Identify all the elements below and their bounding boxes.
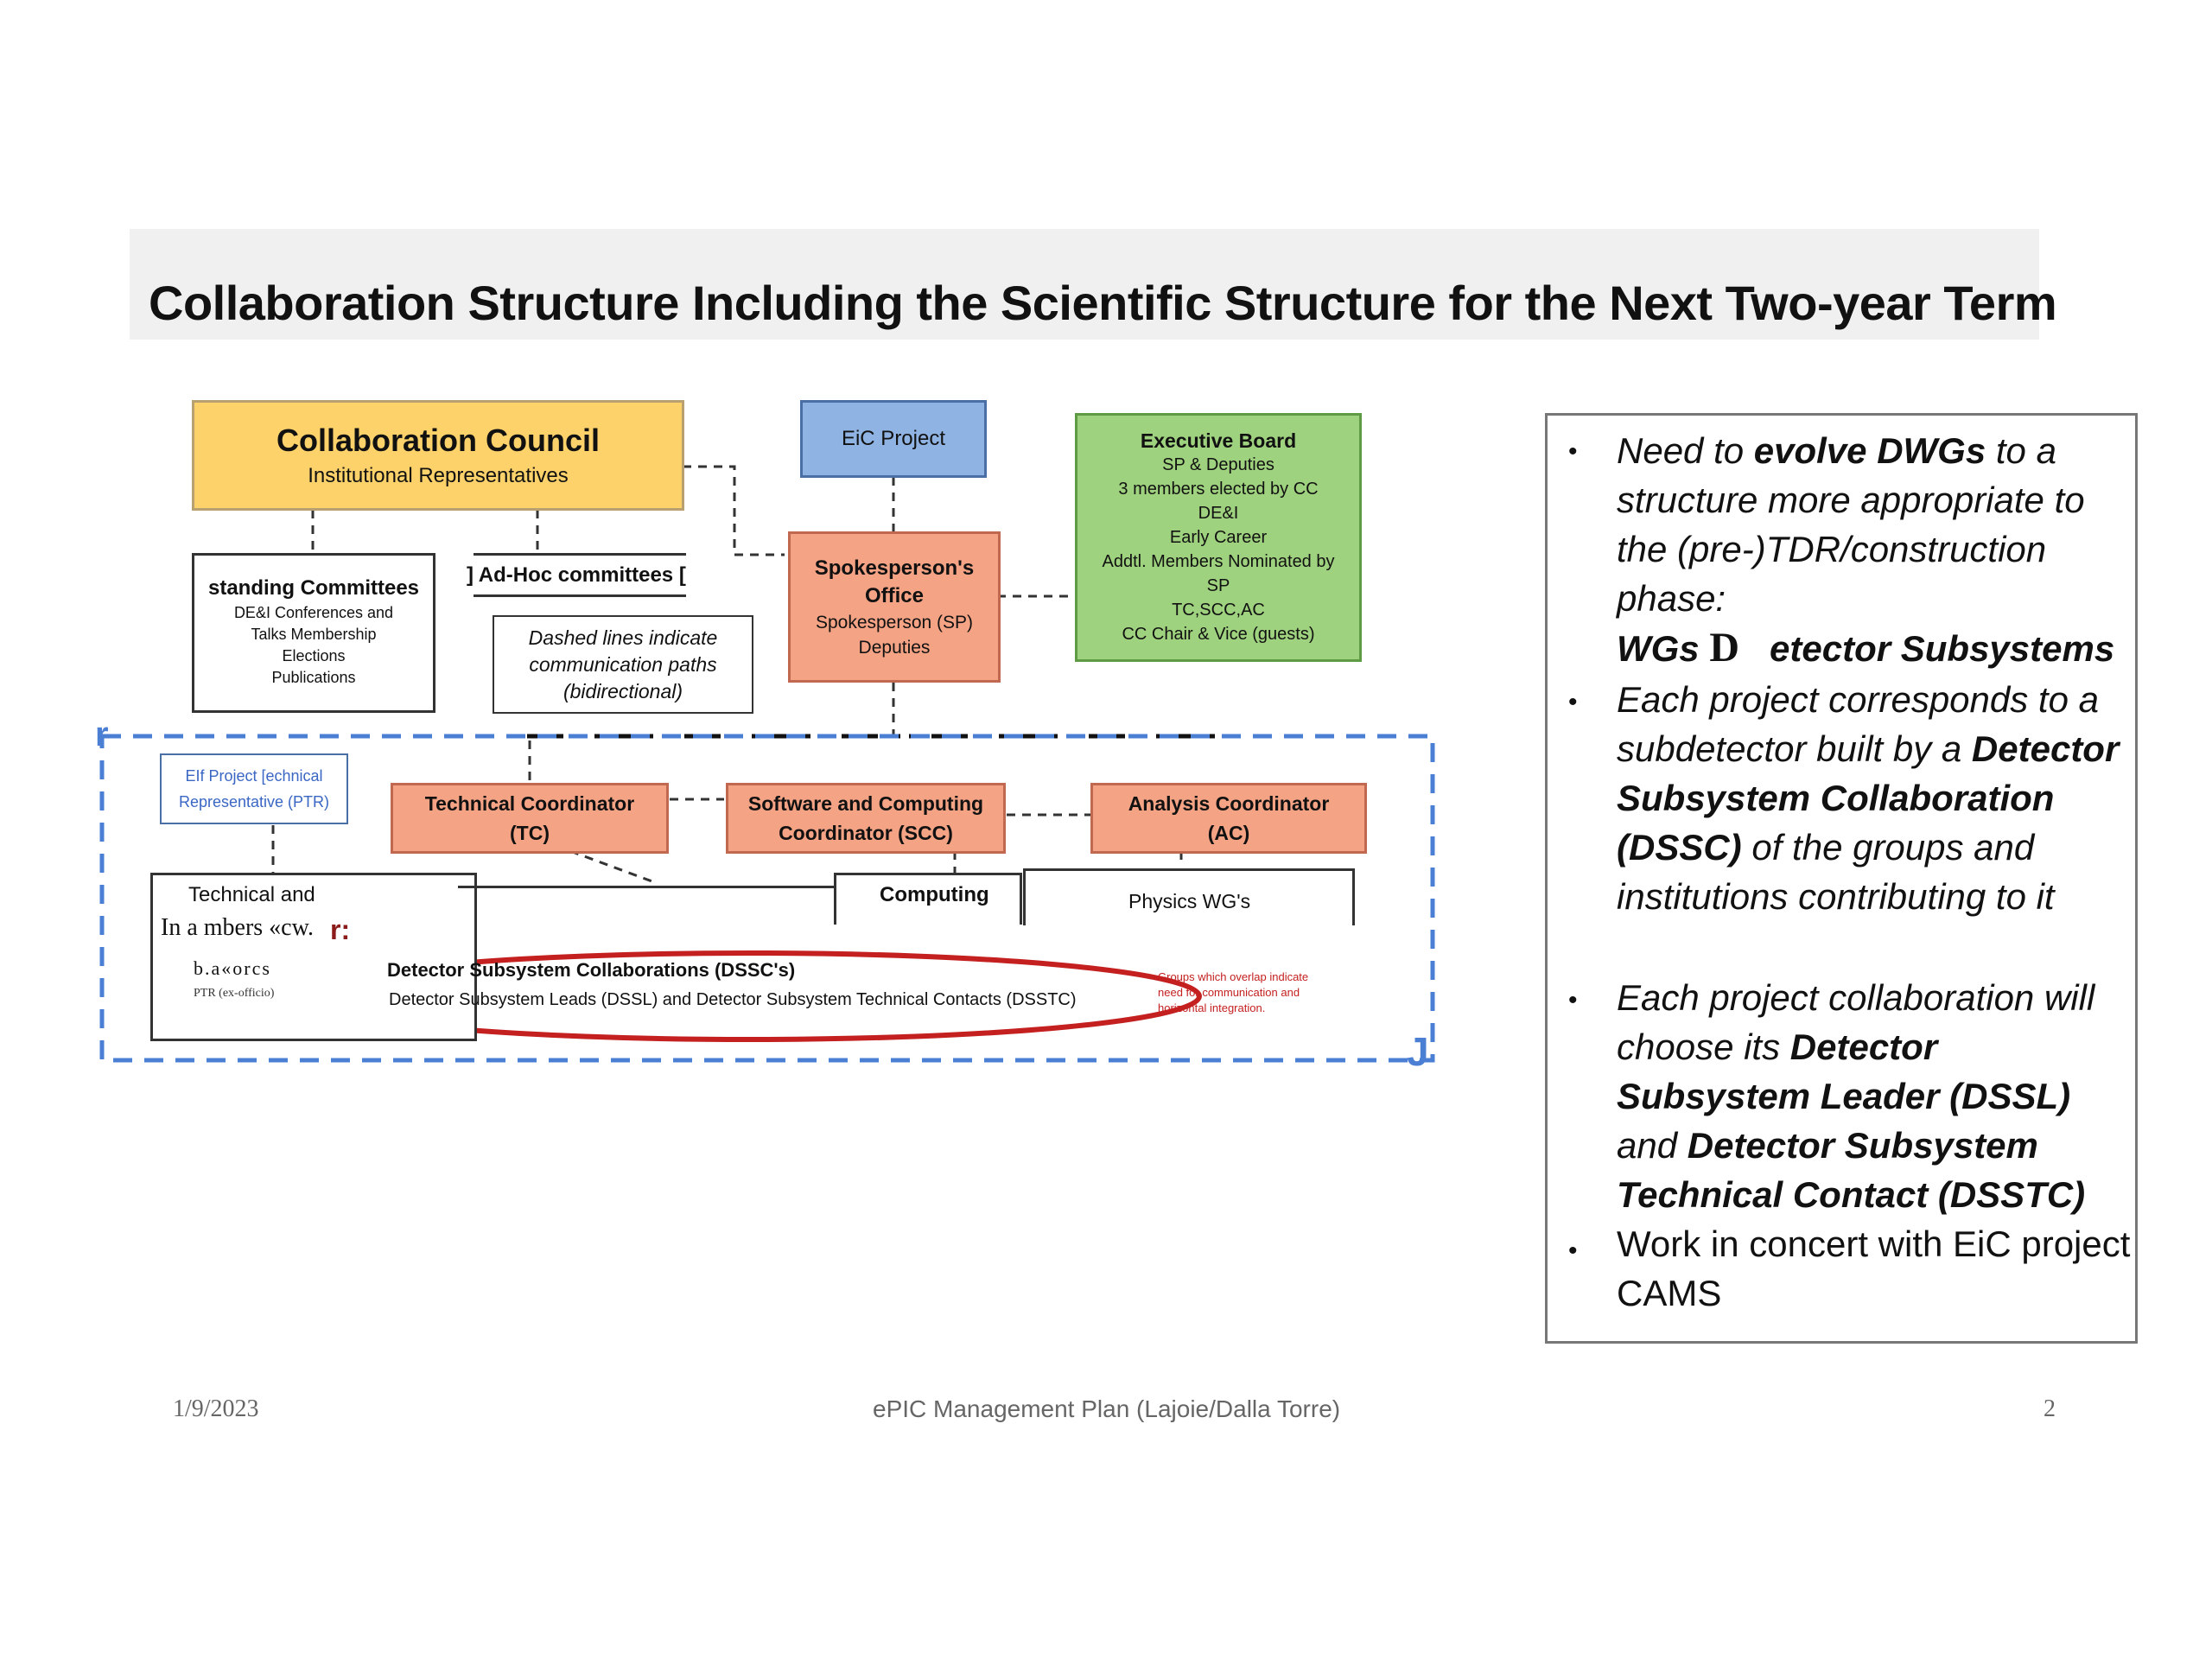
bullet-1-sub: WGs D etector Subsystems [1617,625,2115,671]
collaboration-council-title: Collaboration Council [276,423,600,458]
standing-committees-box: standing Committees DE&I Conferences and… [192,553,435,713]
technical-coordinator-line: (TC) [510,822,550,844]
spokesperson-office-box: Spokesperson's Office Spokesperson (SP) … [788,531,1001,683]
bullet-dot: • [1568,437,1578,466]
footer-title: ePIC Management Plan (Lajoie/Dalla Torre… [873,1395,1341,1422]
executive-board-line: SP & Deputies [1162,455,1274,474]
dssc-subtitle: Detector Subsystem Leads (DSSL) and Dete… [389,990,1077,1009]
bullet-1: Need to evolve DWGs to a structure more … [1617,430,2085,619]
analysis-coordinator-line: (AC) [1207,822,1250,844]
eic-project-box: EiC Project [800,400,987,478]
ptr-garbled-text: b.a«orcs [194,957,271,979]
scc-box: Software and Computing Coordinator (SCC) [726,783,1006,854]
title-bar [130,229,2039,340]
spokesperson-office-line: Spokesperson (SP) [815,612,974,632]
physics-wg-box [1023,868,1355,925]
computing-label: Computing [880,883,989,906]
overlap-note-line: horizontal integration. [1158,1001,1266,1014]
standing-committees-line: DE&I Conferences and [233,604,394,621]
members-garbled-text: In a mbers «cw. [161,914,315,941]
overlap-note-line: Groups which overlap indicate [1158,970,1309,983]
bracket-top-left: r [95,715,109,753]
executive-board-line: CC Chair & Vice (guests) [1122,625,1315,644]
adhoc-divider [474,594,686,597]
standing-committees-line: Talks Membership [251,626,377,643]
footer-date: 1/9/2023 [173,1395,259,1422]
overlap-note: Groups which overlap indicate need for c… [1158,969,1308,1016]
executive-board-line: 3 members elected by CC [1118,480,1319,499]
collaboration-council-box: Collaboration Council Institutional Repr… [192,400,684,511]
dashed-lines-note-box: Dashed lines indicate communication path… [493,615,753,714]
dashed-lines-note-line: communication paths [529,652,717,676]
executive-board-line: Addtl. Members Nominated by [1102,552,1335,571]
executive-board-line: DE&I [1198,504,1239,523]
standing-committees-line: Publications [271,669,356,686]
technical-coordinator-box: Technical Coordinator (TC) [391,783,669,854]
members-red-glyph: r: [330,914,351,945]
bullet-dot: • [1568,986,1578,1014]
dashed-lines-note-line: Dashed lines indicate [528,626,718,649]
analysis-coordinator-line: Analysis Coordinator [1128,792,1330,815]
executive-board-box: Executive Board SP & Deputies 3 members … [1075,413,1362,662]
collaboration-council-subtitle: Institutional Representatives [308,464,569,487]
computing-box [834,873,1022,925]
bullet-dot: • [1568,1236,1578,1265]
footer-page-number: 2 [2044,1395,2056,1422]
eic-project-label: EiC Project [841,427,946,450]
scc-line: Software and Computing [747,792,984,815]
executive-board-line: SP [1206,576,1230,595]
technical-members-box [150,873,477,1041]
executive-board-line: TC,SCC,AC [1172,601,1265,620]
bullet-dot: • [1568,688,1578,716]
standing-committees-title: standing Committees [207,576,420,600]
dashed-lines-note-line: (bidirectional) [563,679,683,702]
standing-committees-line: Elections [282,647,346,664]
eic-ptr-line: Representative (PTR) [178,793,330,810]
bullet-2: Each project corresponds to a subdetecto… [1617,679,2120,917]
spokesperson-office-title: Spokesperson's Office [814,556,975,607]
eic-ptr-line: EIf Project [echnical [185,767,323,785]
analysis-coordinator-box: Analysis Coordinator (AC) [1090,783,1367,854]
bullet-3: Each project collaboration will choose i… [1617,977,2095,1215]
technical-coordinator-line: Technical Coordinator [424,792,635,815]
bracket-bottom-right: J [1407,1029,1429,1074]
slide-title: Collaboration Structure Including the Sc… [149,276,2057,330]
bullet-4: Work in concert with EiC project CAMS [1617,1224,2131,1313]
spokesperson-office-line: Deputies [858,637,931,658]
executive-board-line: Early Career [1169,528,1268,547]
adhoc-divider [474,553,686,556]
eic-ptr-box: EIf Project [echnical Representative (PT… [160,753,348,824]
scc-line: Coordinator (SCC) [779,822,953,844]
executive-board-title: Executive Board [1140,429,1297,452]
technical-and-label: Technical and [188,883,315,906]
dssc-title: Detector Subsystem Collaborations (DSSC'… [387,959,796,981]
overlap-note-line: need for communication and [1158,986,1300,999]
ptr-exofficio-label: PTR (ex-officio) [194,987,275,1000]
physics-wg-label: Physics WG's [1128,890,1251,912]
adhoc-committees-label: ] Ad-Hoc committees [ [467,563,686,587]
group-top-line [458,886,840,888]
bullets-panel: • Need to evolve DWGs to a structure mor… [1545,413,2138,1344]
